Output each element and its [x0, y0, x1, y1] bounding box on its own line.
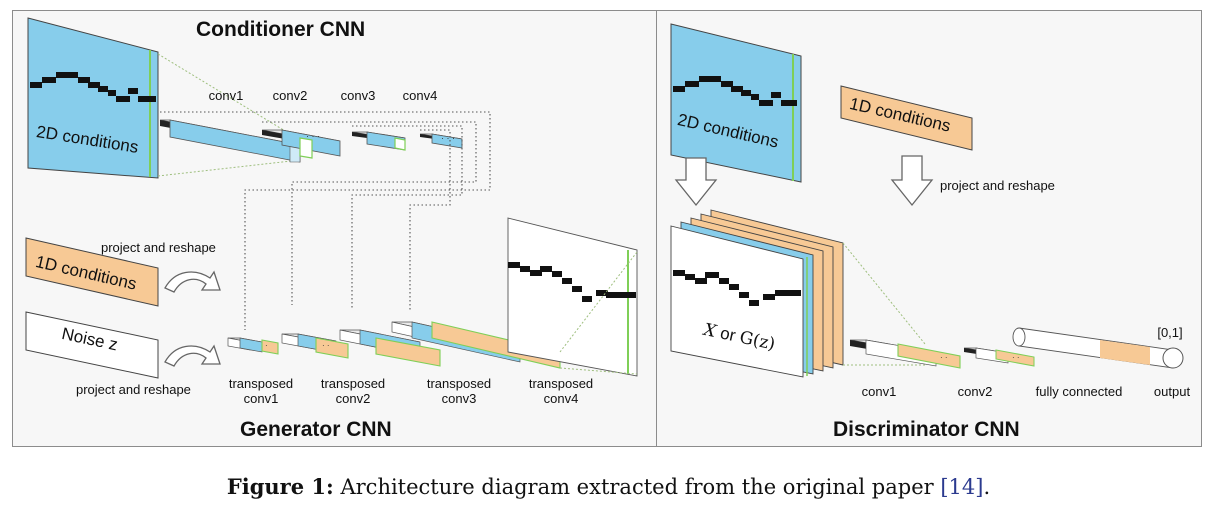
caption-reference-link[interactable]: [14]: [940, 475, 984, 499]
tconv1-line2: conv1: [243, 391, 279, 406]
caption-suffix: .: [983, 475, 991, 499]
generator-tconv2-label: transposed conv2: [318, 376, 388, 406]
generator-noise-bar: [25, 311, 159, 379]
tconv4-line1: transposed: [528, 376, 594, 391]
generator-tconv1: [227, 337, 279, 355]
conditioner-title: Conditioner CNN: [196, 18, 366, 41]
curved-arrow-icons: [164, 270, 221, 367]
svg-text:· · ·: · · ·: [441, 133, 455, 143]
caption-text: Architecture diagram extracted from the …: [333, 475, 941, 499]
svg-text:· ·: · ·: [1012, 353, 1020, 362]
tconv2-line1: transposed: [320, 376, 386, 391]
tconv3-line1: transposed: [426, 376, 492, 391]
discriminator-2d-image: [670, 23, 802, 183]
discriminator-title: Discriminator CNN: [833, 418, 1020, 441]
generator-tconv4: [391, 321, 561, 369]
discriminator-conv2-label: conv2: [957, 384, 993, 399]
discriminator-project-label: project and reshape: [940, 178, 1055, 193]
svg-text:·: ·: [265, 341, 268, 350]
generator-tconv2: [281, 333, 349, 359]
generator-1d-conditions-bar: [25, 237, 159, 307]
discriminator-1d-conditions-bar: [840, 85, 973, 151]
tconv2-line2: conv2: [335, 391, 371, 406]
conditioner-conv1: [159, 119, 301, 163]
conditioner-conv2: [261, 129, 341, 159]
svg-text:· · ·: · · ·: [306, 131, 320, 141]
down-arrow-icons: [674, 155, 934, 207]
conditioner-conv3: [351, 131, 406, 151]
conditioner-conv3-label: conv3: [340, 88, 376, 103]
discriminator-conv1: [849, 339, 961, 369]
fully-connected-layer: [1012, 327, 1174, 369]
skip-connections: [160, 111, 491, 330]
svg-text:· ·: · ·: [940, 353, 948, 362]
generator-output-image: [507, 217, 638, 377]
generator-tconv1-label: transposed conv1: [226, 376, 296, 406]
generator-tconv3: [339, 329, 441, 367]
output-node: [1162, 347, 1184, 369]
tconv1-line1: transposed: [228, 376, 294, 391]
figure-caption: Figure 1: Architecture diagram extracted…: [0, 474, 1217, 499]
conditioner-conv1-label: conv1: [208, 88, 244, 103]
discriminator-sample-stack: [670, 209, 844, 378]
fully-connected-label: fully connected: [1035, 384, 1123, 399]
generator-tconv3-label: transposed conv3: [424, 376, 494, 406]
output-label: output: [1153, 384, 1191, 399]
conditioner-2d-image: [27, 17, 159, 179]
output-projection-lines: [559, 251, 638, 375]
output-range-label: [0,1]: [1157, 325, 1183, 340]
disc-projection-lines: [842, 242, 926, 366]
tconv3-line2: conv3: [441, 391, 477, 406]
generator-project-label-bottom: project and reshape: [76, 382, 191, 397]
generator-tconv4-label: transposed conv4: [526, 376, 596, 406]
svg-text:· ·: · ·: [322, 341, 330, 350]
generator-project-label-top: project and reshape: [101, 240, 216, 255]
discriminator-conv2: [963, 347, 1035, 367]
conditioner-conv4-label: conv4: [402, 88, 438, 103]
caption-prefix: Figure 1:: [226, 474, 334, 499]
conditioner-conv2-label: conv2: [272, 88, 308, 103]
tconv4-line2: conv4: [543, 391, 579, 406]
generator-title: Generator CNN: [240, 418, 392, 441]
discriminator-conv1-label: conv1: [861, 384, 897, 399]
